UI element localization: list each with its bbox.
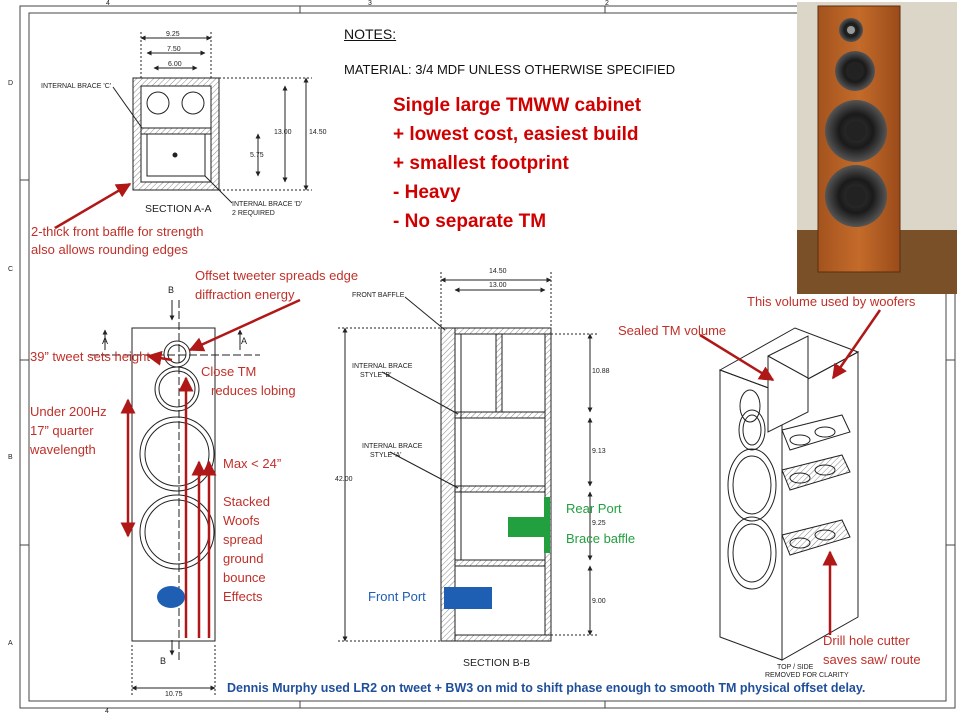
section-mark-a-left: A	[102, 336, 109, 346]
notes-heading: NOTES:	[344, 26, 397, 42]
annotation-stacked: Woofs	[223, 513, 260, 528]
brace-d-label: INTERNAL BRACE 'D'	[232, 201, 303, 208]
section-mark-b-top: B	[168, 285, 175, 295]
dim-5-75: 5.75	[250, 152, 264, 159]
front-port-marker	[157, 586, 185, 608]
iso-view-drawing	[718, 327, 860, 661]
section-bb-label: SECTION B-B	[463, 657, 531, 669]
dim-bb-14-50: 14.50	[489, 268, 507, 275]
frame-col-4-bottom: 4	[105, 708, 109, 715]
frame-col-2: 2	[605, 0, 609, 7]
dim-14-50: 14.50	[309, 129, 327, 136]
dim-6-00: 6.00	[168, 61, 182, 68]
section-bb-drawing	[338, 272, 598, 642]
summary-point: - No separate TM	[393, 211, 547, 232]
frame-row-d: D	[8, 80, 14, 87]
frame-col-4: 4	[106, 0, 110, 7]
annotation-brace-baffle: Brace baffle	[566, 531, 636, 546]
annotation-stacked: bounce	[223, 570, 266, 585]
dim-9-25: 9.25	[166, 31, 180, 38]
section-mark-b-bottom: B	[160, 656, 167, 666]
annotation-stacked: Effects	[223, 589, 263, 604]
annotation-close-tm: reduces lobing	[211, 383, 296, 398]
notes-material: MATERIAL: 3/4 MDF UNLESS OTHERWISE SPECI…	[344, 62, 676, 77]
dim-10-75: 10.75	[165, 691, 183, 698]
annotation-front-baffle: also allows rounding edges	[31, 242, 188, 257]
brace-a-style: STYLE 'A'	[370, 452, 402, 459]
annotation-sealed-tm: Sealed TM volume	[618, 323, 727, 338]
dim-bb-13-00: 13.00	[489, 282, 507, 289]
brace-c-label: INTERNAL BRACE 'C'	[41, 83, 112, 90]
front-port-bar	[444, 587, 492, 609]
drawing-frame	[19, 5, 956, 709]
caption: Dennis Murphy used LR2 on tweet + BW3 on…	[227, 681, 866, 695]
dim-bb-10-88: 10.88	[592, 368, 610, 375]
section-aa-drawing	[112, 32, 312, 204]
frame-row-a: A	[8, 640, 13, 647]
iso-note-line2: REMOVED FOR CLARITY	[765, 672, 849, 679]
frame-col-3: 3	[368, 0, 372, 7]
dim-bb-42-00: 42.00	[335, 476, 353, 483]
annotation-offset-tweeter: diffraction energy	[195, 287, 295, 302]
annotation-stacked: ground	[223, 551, 264, 566]
brace-b-style: STYLE 'B'	[360, 372, 392, 379]
annotation-under-200: 17” quarter	[30, 423, 94, 438]
annotation-arrows	[54, 182, 882, 638]
dim-7-50: 7.50	[167, 46, 181, 53]
brace-b-label: INTERNAL BRACE	[352, 363, 413, 370]
front-baffle-label: FRONT BAFFLE	[352, 292, 405, 299]
frame-row-b: B	[8, 454, 13, 461]
brace-d-qty: 2 REQUIRED	[232, 210, 275, 217]
dim-bb-9-00: 9.00	[592, 598, 606, 605]
rear-port-marker	[508, 497, 550, 553]
annotation-under-200: wavelength	[30, 442, 96, 457]
annotation-max-24: Max < 24”	[223, 456, 282, 471]
annotation-drill: Drill hole cutter	[823, 633, 910, 648]
section-aa-label: SECTION A-A	[145, 203, 212, 215]
annotation-tweet-height: 39” tweet sets height	[30, 349, 150, 364]
summary-point: + smallest footprint	[393, 153, 569, 174]
annotation-under-200: Under 200Hz	[30, 404, 107, 419]
dim-bb-9-13: 9.13	[592, 448, 606, 455]
annotation-drill: saves saw/ route	[823, 652, 921, 667]
brace-a-label: INTERNAL BRACE	[362, 443, 423, 450]
annotation-front-port: Front Port	[368, 589, 426, 604]
dim-13-00: 13.00	[274, 129, 292, 136]
annotation-stacked: spread	[223, 532, 263, 547]
annotation-front-baffle: 2-thick front baffle for strength	[31, 224, 204, 239]
summary-title: Single large TMWW cabinet	[393, 95, 642, 116]
summary-point: + lowest cost, easiest build	[393, 124, 639, 145]
dim-bb-9-25: 9.25	[592, 520, 606, 527]
annotation-woofer-volume: This volume used by woofers	[747, 294, 916, 309]
frame-row-c: C	[8, 266, 14, 273]
annotation-rear-port: Rear Port	[566, 501, 622, 516]
speaker-photo	[797, 2, 957, 294]
annotation-offset-tweeter: Offset tweeter spreads edge	[195, 268, 359, 283]
summary-point: - Heavy	[393, 182, 461, 203]
annotation-close-tm: Close TM	[201, 364, 257, 379]
annotation-stacked: Stacked	[223, 494, 270, 509]
iso-note-line1: TOP / SIDE	[777, 664, 814, 671]
section-mark-a-right: A	[241, 336, 248, 346]
